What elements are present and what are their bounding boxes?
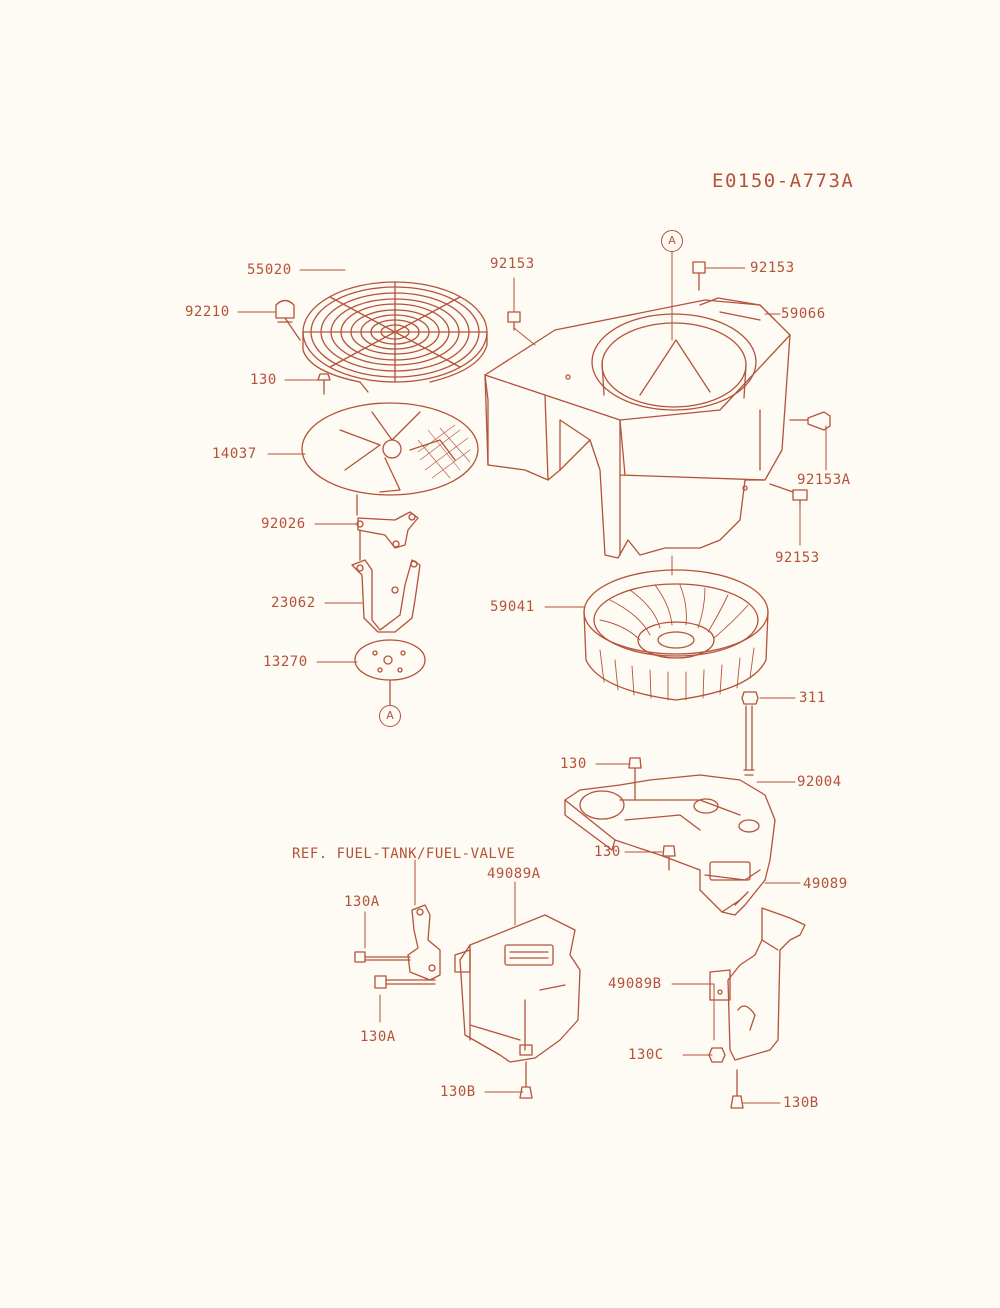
bolt-92153-right [692, 261, 706, 291]
part-label-92153-right[interactable]: 92153 [750, 260, 795, 276]
nut-311 [741, 691, 759, 705]
bracket-fuel-tank [407, 904, 441, 981]
rotating-screen-55020 [302, 281, 488, 393]
bolt-92153-bottom [769, 483, 808, 506]
nut-92210 [275, 299, 301, 341]
part-label-14037[interactable]: 14037 [212, 446, 257, 462]
baffle-49089 [564, 774, 776, 916]
part-label-92153a[interactable]: 92153A [797, 472, 851, 488]
part-label-49089a[interactable]: 49089A [487, 866, 541, 882]
bolt-130-top [317, 373, 331, 395]
plate-14037 [301, 402, 479, 516]
part-label-92004[interactable]: 92004 [797, 774, 842, 790]
bolt-130-mid [628, 757, 642, 801]
part-label-92153-left[interactable]: 92153 [490, 256, 535, 272]
part-label-130a-top[interactable]: 130A [344, 894, 380, 910]
part-label-49089[interactable]: 49089 [803, 876, 848, 892]
part-label-130c[interactable]: 130C [628, 1047, 664, 1063]
bracket-23062 [351, 559, 421, 633]
bolt-92153a [789, 411, 831, 431]
part-label-130-mid[interactable]: 130 [560, 756, 587, 772]
cover-49089b [709, 907, 806, 1061]
part-label-130-top[interactable]: 130 [250, 372, 277, 388]
bolt-130b-left [519, 1061, 533, 1099]
cover-49089a [454, 914, 581, 1063]
stud-92004 [743, 705, 755, 776]
part-label-55020[interactable]: 55020 [247, 262, 292, 278]
reference-note-fuel-tank[interactable]: REF. FUEL-TANK/FUEL-VALVE [292, 846, 516, 862]
nut-130c [708, 1047, 726, 1063]
bolt-92153-left [507, 311, 521, 331]
part-label-59041[interactable]: 59041 [490, 599, 535, 615]
part-label-130b-right[interactable]: 130B [783, 1095, 819, 1111]
bolt-130a-bottom [374, 975, 436, 989]
reference-marker-top: A [661, 230, 683, 252]
bolt-130a-top [354, 951, 411, 963]
bolt-130b-right [730, 1069, 744, 1109]
part-label-23062[interactable]: 23062 [271, 595, 316, 611]
part-label-311[interactable]: 311 [799, 690, 826, 706]
part-label-92153-bottom[interactable]: 92153 [775, 550, 820, 566]
fan-housing-59066 [484, 297, 791, 559]
part-label-130b-left[interactable]: 130B [440, 1084, 476, 1100]
part-label-130-low[interactable]: 130 [594, 844, 621, 860]
flywheel-59041 [583, 569, 769, 701]
plate-92026 [356, 511, 419, 561]
plate-13270 [354, 639, 426, 706]
part-label-13270[interactable]: 13270 [263, 654, 308, 670]
part-label-130a-bottom[interactable]: 130A [360, 1029, 396, 1045]
part-label-59066[interactable]: 59066 [781, 306, 826, 322]
part-label-92026[interactable]: 92026 [261, 516, 306, 532]
part-label-49089b[interactable]: 49089B [608, 976, 662, 992]
reference-marker-bottom: A [379, 705, 401, 727]
part-label-92210[interactable]: 92210 [185, 304, 230, 320]
diagram-code: E0150-A773A [712, 170, 855, 192]
leader-lines [237, 249, 827, 1104]
